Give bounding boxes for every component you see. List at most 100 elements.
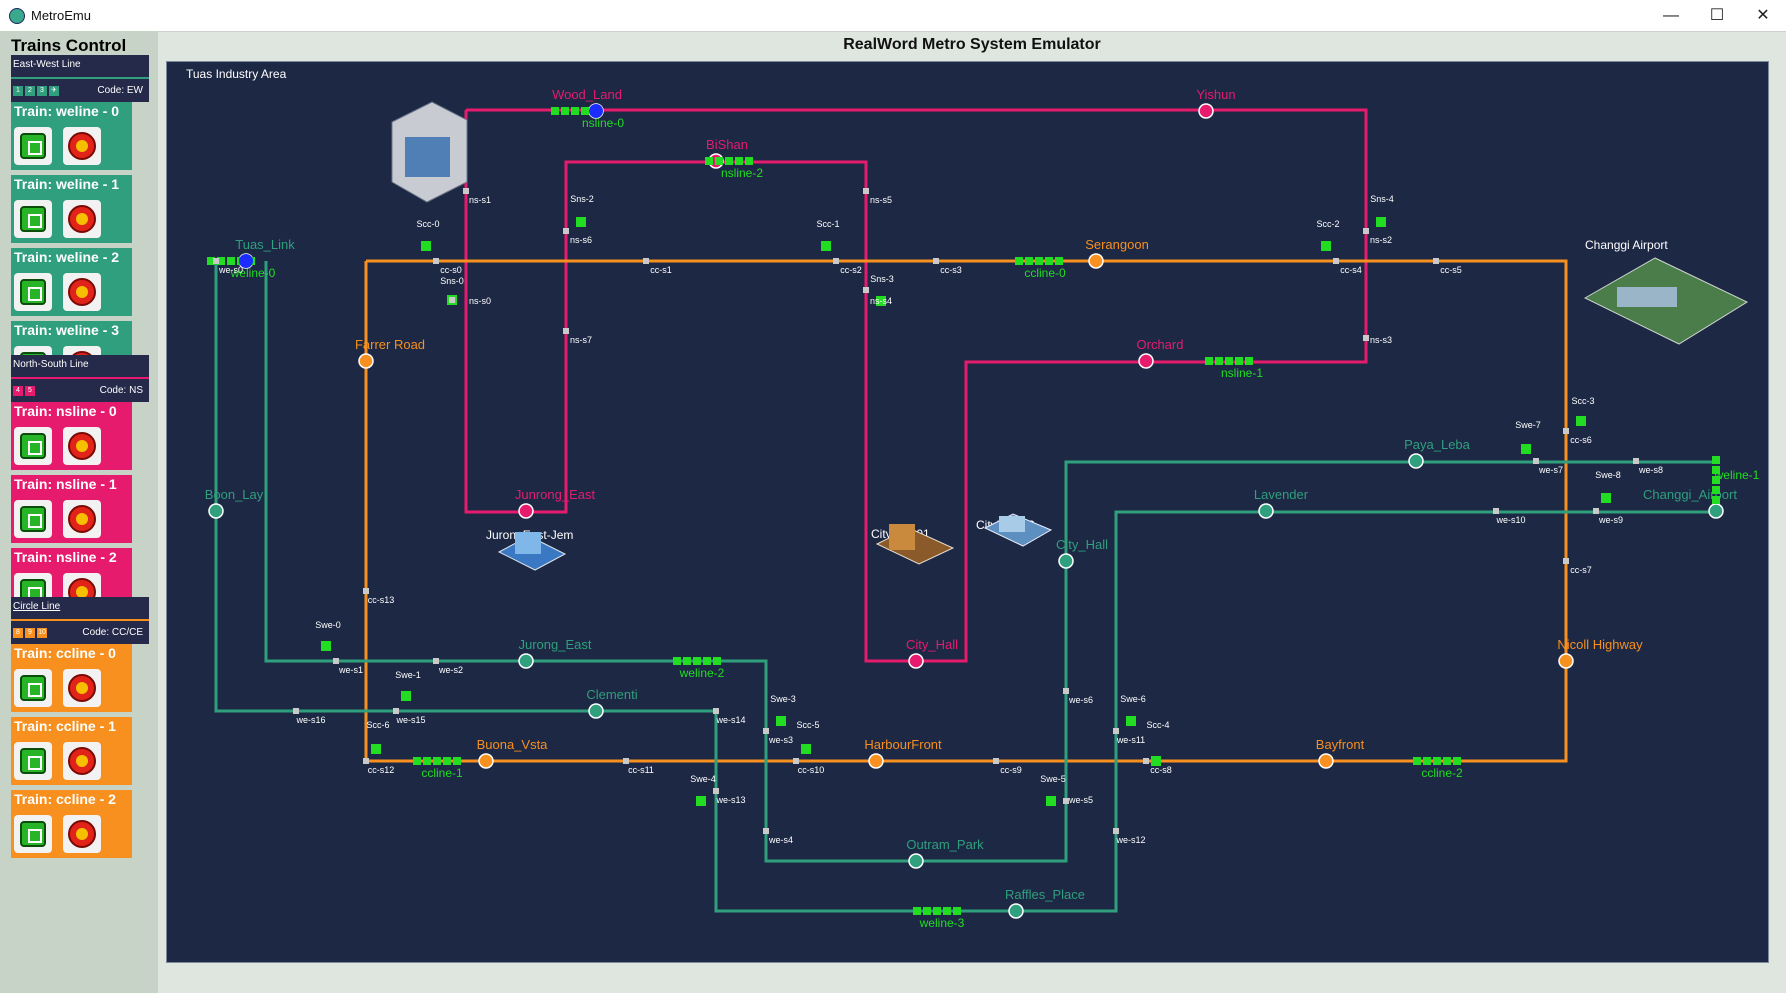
signal-cc-s9[interactable] (993, 758, 999, 764)
line-chip[interactable]: 1 (13, 86, 23, 96)
train-car[interactable] (715, 157, 723, 165)
signal-we-s11[interactable] (1113, 728, 1119, 734)
sensor-scc-5[interactable] (801, 744, 811, 754)
train-start-button[interactable] (14, 127, 52, 165)
line-chip[interactable]: 10 (37, 628, 47, 638)
train-car[interactable] (1215, 357, 1223, 365)
line-chip[interactable]: ✈ (49, 86, 59, 96)
train-car[interactable] (1225, 357, 1233, 365)
train-stop-button[interactable] (63, 742, 101, 780)
train-car[interactable] (1712, 466, 1720, 474)
station-raffles-place[interactable] (1008, 903, 1024, 919)
train-car[interactable] (1413, 757, 1421, 765)
signal-we-s14[interactable] (713, 708, 719, 714)
train-start-button[interactable] (14, 669, 52, 707)
train-stop-button[interactable] (63, 669, 101, 707)
train-car[interactable] (1035, 257, 1043, 265)
train-car[interactable] (217, 257, 225, 265)
train-car[interactable] (1205, 357, 1213, 365)
signal-we-s1[interactable] (333, 658, 339, 664)
signal-cc-s3[interactable] (933, 258, 939, 264)
sensor-scc-1[interactable] (821, 241, 831, 251)
sensor-swe-1[interactable] (401, 691, 411, 701)
sensor-scc-0[interactable] (421, 241, 431, 251)
sensor-sns-3[interactable] (876, 296, 886, 306)
signal-ns-s2[interactable] (1363, 228, 1369, 234)
train-car[interactable] (713, 657, 721, 665)
signal-we-s7[interactable] (1533, 458, 1539, 464)
train-car[interactable] (227, 257, 235, 265)
train-car[interactable] (443, 757, 451, 765)
sensor-swe-5[interactable] (1046, 796, 1056, 806)
sensor-swe-3[interactable] (776, 716, 786, 726)
train-car[interactable] (571, 107, 579, 115)
station-farrer-road[interactable] (358, 353, 374, 369)
signal-we-s12[interactable] (1113, 828, 1119, 834)
train-car[interactable] (581, 107, 589, 115)
train-car[interactable] (953, 907, 961, 915)
minimize-button[interactable]: — (1663, 7, 1679, 24)
signal-we-s2[interactable] (433, 658, 439, 664)
signal-we-s6[interactable] (1063, 688, 1069, 694)
train-car[interactable] (1245, 357, 1253, 365)
train-car[interactable] (1055, 257, 1063, 265)
train-start-button[interactable] (14, 427, 52, 465)
train-car[interactable] (1045, 257, 1053, 265)
signal-cc-s8[interactable] (1143, 758, 1149, 764)
train-car[interactable] (1712, 496, 1720, 504)
station-clementi[interactable] (588, 703, 604, 719)
train-car[interactable] (1235, 357, 1243, 365)
signal-cc-s6[interactable] (1563, 428, 1569, 434)
station-yishun[interactable] (1198, 103, 1214, 119)
station-jurong-east[interactable] (518, 653, 534, 669)
train-car[interactable] (693, 657, 701, 665)
sensor-swe-7[interactable] (1521, 444, 1531, 454)
line-chip[interactable]: 2 (25, 86, 35, 96)
signal-we-s13[interactable] (713, 788, 719, 794)
signal-cc-s10[interactable] (793, 758, 799, 764)
train-car[interactable] (423, 757, 431, 765)
station-paya-leba[interactable] (1408, 453, 1424, 469)
train-car[interactable] (433, 757, 441, 765)
station-junrong-east[interactable] (518, 503, 534, 519)
train-car[interactable] (1015, 257, 1023, 265)
train-stop-button[interactable] (63, 500, 101, 538)
sensor-swe-8[interactable] (1601, 493, 1611, 503)
train-car[interactable] (551, 107, 559, 115)
signal-cc-s1[interactable] (643, 258, 649, 264)
train-car[interactable] (1443, 757, 1451, 765)
signal-ns-s1[interactable] (463, 188, 469, 194)
train-car[interactable] (453, 757, 461, 765)
train-stop-button[interactable] (63, 127, 101, 165)
line-chip[interactable]: 3 (37, 86, 47, 96)
station-outram-park[interactable] (908, 853, 924, 869)
train-car[interactable] (1712, 486, 1720, 494)
sensor-swe-0[interactable] (321, 641, 331, 651)
train-car[interactable] (1453, 757, 1461, 765)
train-car[interactable] (673, 657, 681, 665)
train-car[interactable] (1025, 257, 1033, 265)
signal-we-s15[interactable] (393, 708, 399, 714)
signal-we-s5[interactable] (1063, 798, 1069, 804)
signal-ns-s4[interactable] (863, 287, 869, 293)
train-car[interactable] (207, 257, 215, 265)
station-orchard[interactable] (1138, 353, 1154, 369)
line-chip[interactable]: 9 (25, 628, 35, 638)
train-car[interactable] (933, 907, 941, 915)
signal-cc-s5[interactable] (1433, 258, 1439, 264)
signal-we-s3[interactable] (763, 728, 769, 734)
station-city-hall[interactable] (908, 653, 924, 669)
station-bayfront[interactable] (1318, 753, 1334, 769)
train-start-button[interactable] (14, 742, 52, 780)
signal-we-s9[interactable] (1593, 508, 1599, 514)
train-car[interactable] (561, 107, 569, 115)
signal-ns-s5[interactable] (863, 188, 869, 194)
train-car[interactable] (413, 757, 421, 765)
signal-cc-s7[interactable] (1563, 558, 1569, 564)
signal-we-s10[interactable] (1493, 508, 1499, 514)
signal-we-s4[interactable] (763, 828, 769, 834)
train-start-button[interactable] (14, 273, 52, 311)
station-buona-vsta[interactable] (478, 753, 494, 769)
signal-we-s8[interactable] (1633, 458, 1639, 464)
station-changgi-airport[interactable] (1708, 503, 1724, 519)
